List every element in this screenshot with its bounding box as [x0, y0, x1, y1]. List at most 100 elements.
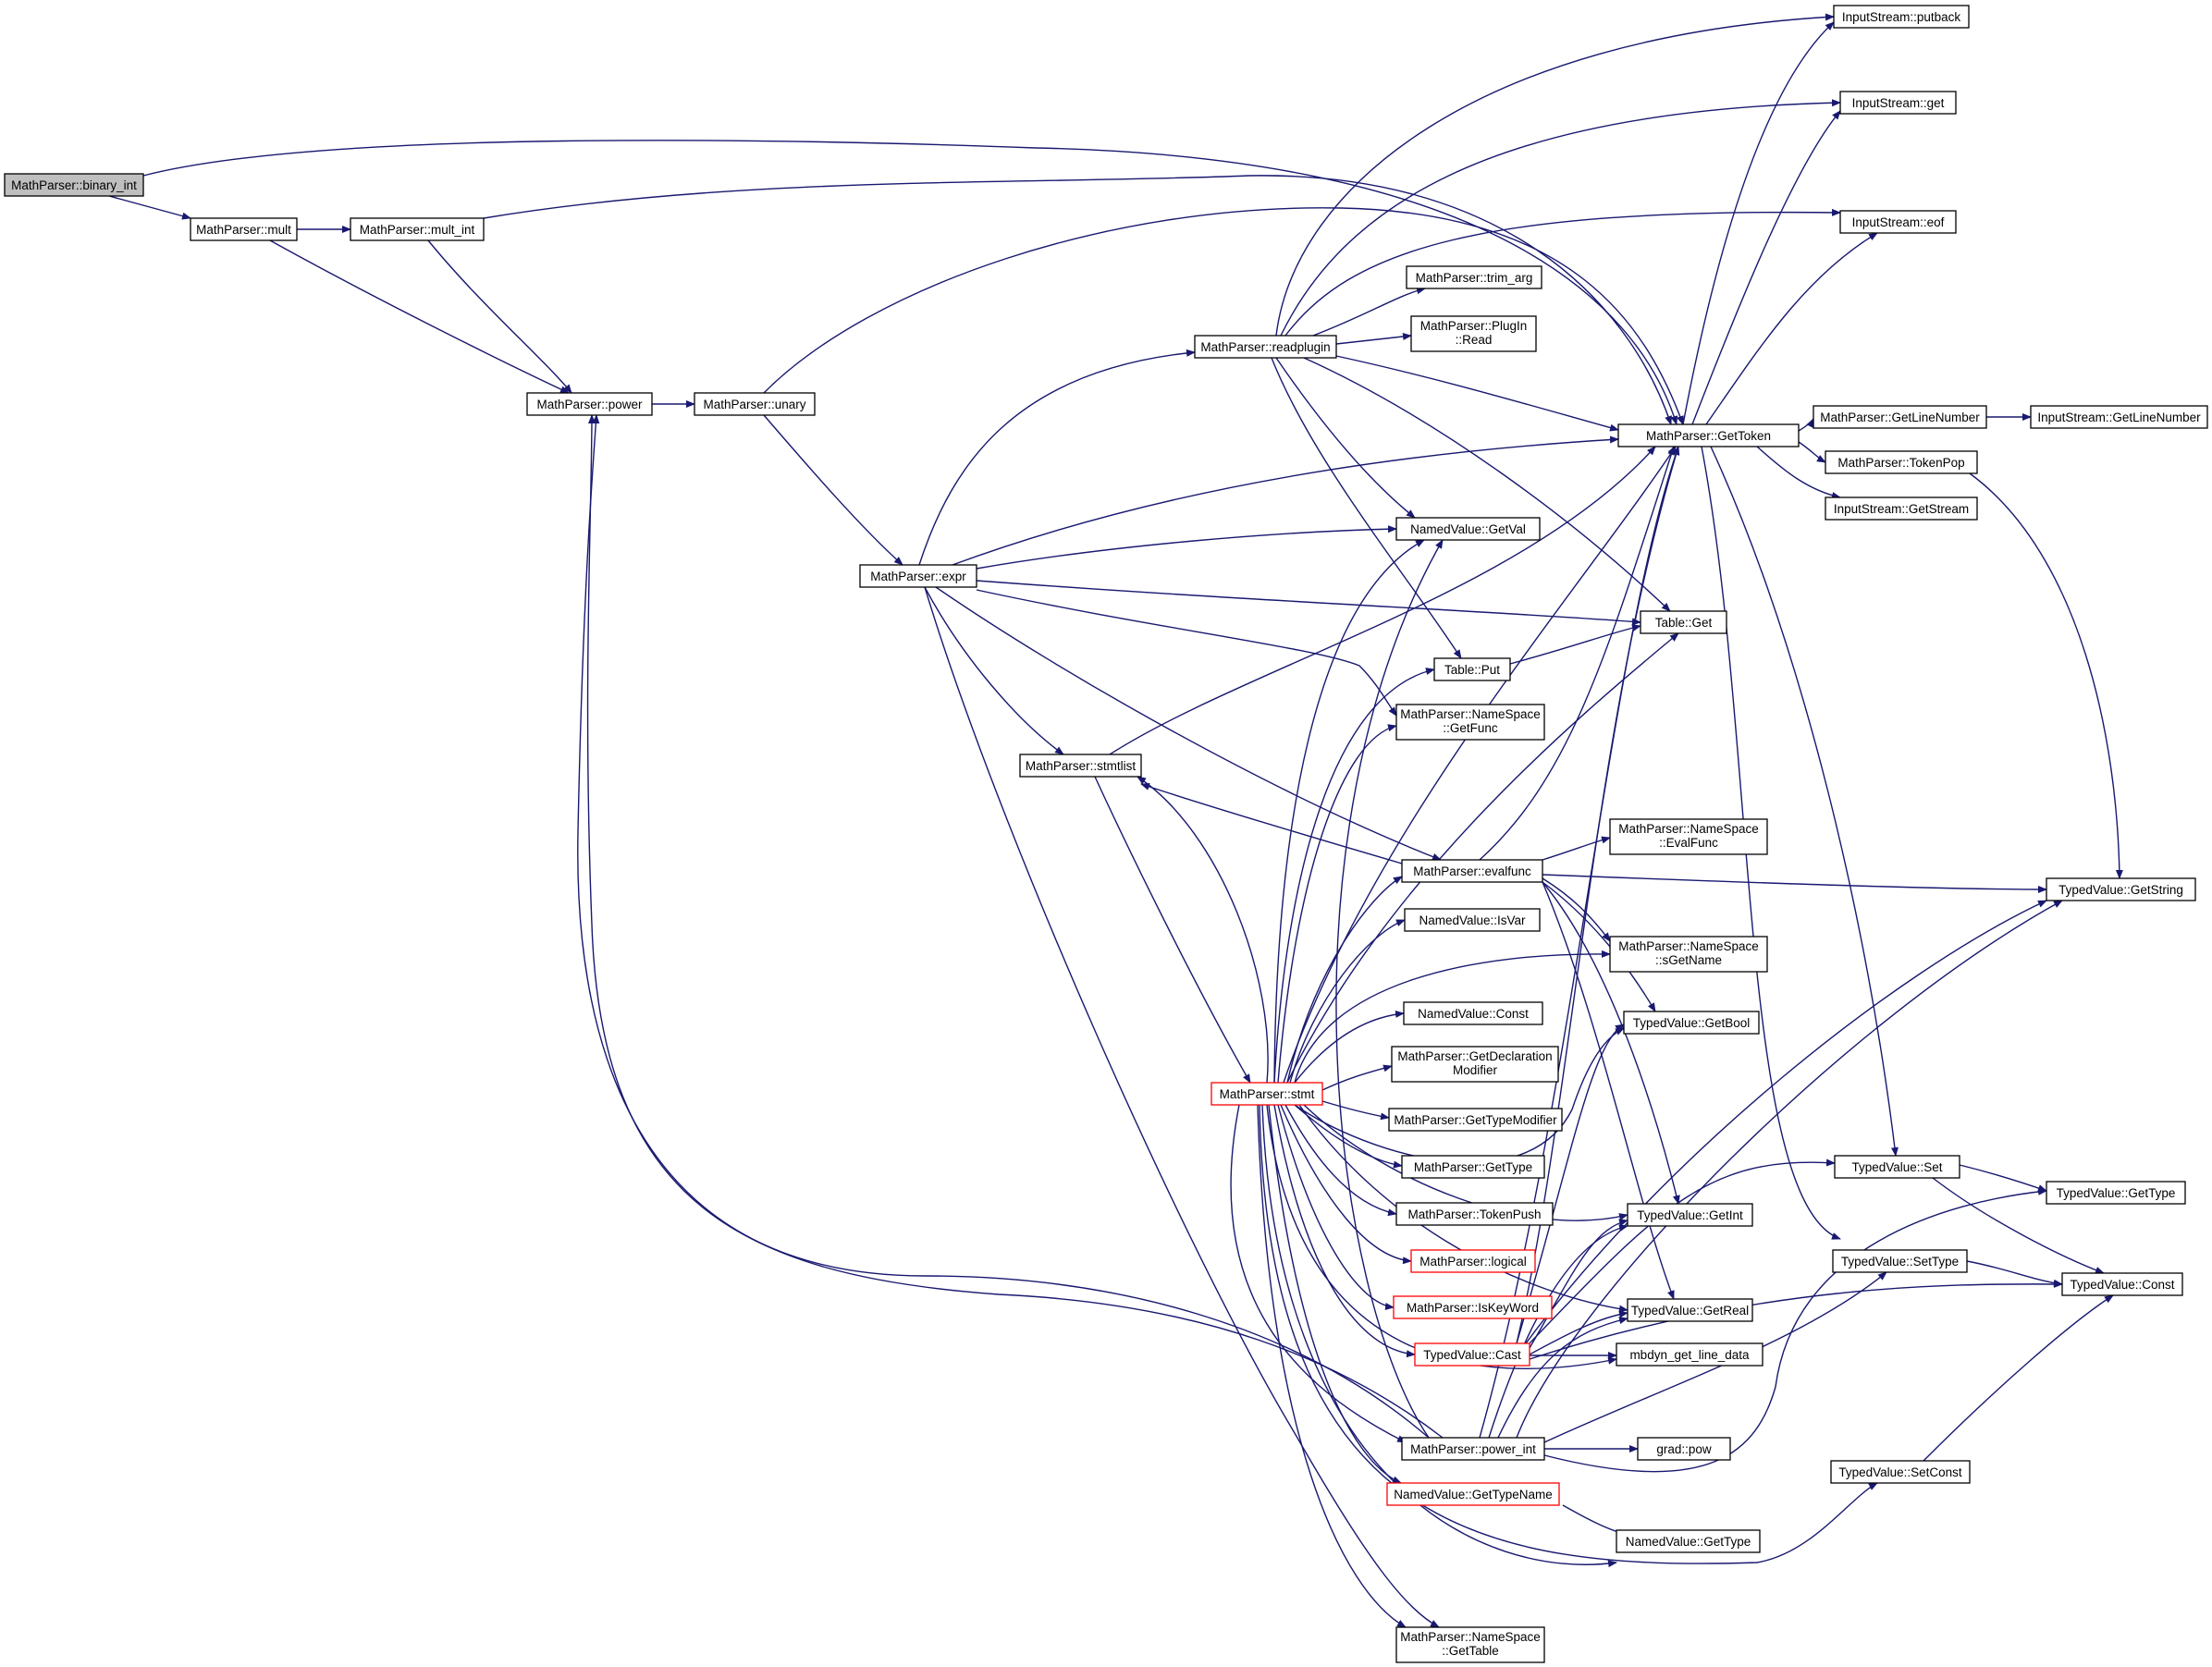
- node-box: [1833, 5, 1970, 29]
- node-eof[interactable]: InputStream::eof: [1839, 210, 1957, 234]
- node-table-get[interactable]: Table::Get: [1640, 610, 1727, 634]
- node-stmtlist[interactable]: MathParser::stmtlist: [1019, 754, 1142, 778]
- node-label: TypedValue::GetType: [2057, 1186, 2176, 1200]
- node-getstream[interactable]: InputStream::GetStream: [1825, 496, 1978, 521]
- edge-tv_set-to-tv_gettype: [1959, 1164, 2047, 1192]
- node-putback[interactable]: InputStream::putback: [1833, 5, 1970, 29]
- node-tv-gettype[interactable]: TypedValue::GetType: [2046, 1181, 2186, 1205]
- edge-stmt-to-table_get: [1286, 632, 1679, 1084]
- node-box: [1623, 1011, 1760, 1035]
- node-getint[interactable]: TypedValue::GetInt: [1627, 1203, 1753, 1227]
- node-label: TypedValue::GetBool: [1633, 1016, 1751, 1030]
- node-nv-const[interactable]: NamedValue::Const: [1403, 1001, 1543, 1025]
- node-expr[interactable]: MathParser::expr: [859, 564, 977, 588]
- node-label: MathParser::GetDeclaration: [1397, 1049, 1552, 1063]
- edge-expr-to-gettoken: [952, 435, 1619, 566]
- node-box: [2046, 877, 2196, 901]
- edge-readplugin-to-table_put: [1271, 357, 1462, 659]
- node-tv-const[interactable]: TypedValue::Const: [2061, 1272, 2183, 1296]
- edge-cast-to-tv_getstring: [1525, 900, 2047, 1344]
- node-plugin-read[interactable]: MathParser::PlugIn::Read: [1410, 315, 1537, 352]
- node-readplugin[interactable]: MathParser::readplugin: [1194, 335, 1337, 359]
- node-label: InputStream::get: [1852, 96, 1945, 110]
- node-box: [1834, 1155, 1960, 1179]
- call-edges: [108, 13, 2123, 1628]
- node-box: [1617, 423, 1800, 447]
- node-box: [1640, 610, 1727, 634]
- node-tv-setconst[interactable]: TypedValue::SetConst: [1830, 1460, 1971, 1484]
- node-label: MathParser::TokenPush: [1407, 1207, 1541, 1221]
- node-table-put[interactable]: Table::Put: [1433, 657, 1511, 681]
- edge-gettoken-to-tokenpop: [1798, 441, 1826, 463]
- node-label: Table::Put: [1444, 663, 1500, 677]
- node-getbool[interactable]: TypedValue::GetBool: [1623, 1011, 1760, 1035]
- edge-evalfunc-to-ns_sgetname: [1542, 877, 1611, 942]
- node-binary-int[interactable]: MathParser::binary_int: [4, 173, 144, 197]
- edge-readplugin-to-table_get: [1303, 357, 1671, 612]
- node-label: MathParser::GetLineNumber: [1820, 411, 1980, 424]
- node-is-getlinenumber[interactable]: InputStream::GetLineNumber: [2030, 405, 2208, 429]
- node-tokenpop[interactable]: MathParser::TokenPop: [1825, 450, 1978, 474]
- node-box: [1410, 315, 1537, 352]
- edge-cast-to-tv_set: [1529, 1158, 1836, 1344]
- edge-expr-to-ns_getfunc: [976, 589, 1397, 717]
- edge-tv_set-to-tv_const: [1932, 1177, 2105, 1274]
- node-gradpow[interactable]: grad::pow: [1637, 1437, 1731, 1461]
- node-tv-getstring[interactable]: TypedValue::GetString: [2046, 877, 2196, 901]
- node-ns-evalfunc[interactable]: MathParser::NameSpace::EvalFunc: [1609, 818, 1768, 855]
- node-power-int[interactable]: MathParser::power_int: [1401, 1437, 1545, 1461]
- node-box: [2061, 1272, 2183, 1296]
- node-evalfunc[interactable]: MathParser::evalfunc: [1401, 859, 1543, 883]
- node-iskeyword[interactable]: MathParser::IsKeyWord: [1393, 1295, 1553, 1319]
- node-box: [1395, 704, 1545, 741]
- edge-readplugin-to-putback: [1275, 13, 1835, 337]
- edge-evalfunc-to-gettoken: [1479, 446, 1676, 861]
- node-nv-gettypename[interactable]: NamedValue::GetTypeName: [1386, 1482, 1560, 1506]
- node-tv-set[interactable]: TypedValue::Set: [1834, 1155, 1960, 1179]
- edge-expr-to-ns_gettable: [924, 586, 1440, 1628]
- node-box: [1391, 1046, 1559, 1083]
- node-getreal[interactable]: TypedValue::GetReal: [1627, 1298, 1753, 1322]
- node-logical[interactable]: MathParser::logical: [1410, 1249, 1536, 1273]
- node-box: [1403, 1001, 1543, 1025]
- node-tv-settype[interactable]: TypedValue::SetType: [1832, 1249, 1968, 1273]
- node-is-get[interactable]: InputStream::get: [1839, 91, 1957, 115]
- node-label: MathParser::GetToken: [1646, 429, 1771, 443]
- node-mp-getlinenumber[interactable]: MathParser::GetLineNumber: [1813, 405, 1987, 429]
- node-box: [1388, 1108, 1563, 1132]
- node-mult[interactable]: MathParser::mult: [190, 217, 298, 241]
- edge-stmt-to-getint: [1303, 1104, 1628, 1221]
- edge-stmt-to-evalfunc: [1286, 876, 1403, 1084]
- node-power[interactable]: MathParser::power: [526, 392, 653, 416]
- edge-stmt-to-table_put: [1273, 668, 1435, 1084]
- node-label: MathParser::NameSpace: [1618, 939, 1759, 953]
- node-nv-gettype[interactable]: NamedValue::GetType: [1616, 1529, 1761, 1553]
- edge-stmt-to-stmtlist: [1137, 776, 1269, 1084]
- edge-expr-to-table_get: [976, 580, 1641, 626]
- node-ns-gettable[interactable]: MathParser::NameSpace::GetTable: [1395, 1626, 1545, 1663]
- edge-gettoken-to-is_get: [1691, 110, 1841, 425]
- node-label: NamedValue::GetType: [1626, 1535, 1751, 1549]
- node-label: MathParser::NameSpace: [1400, 707, 1541, 721]
- edge-unary-to-gettoken: [763, 207, 1684, 425]
- node-ns-sgetname[interactable]: MathParser::NameSpace::sGetName: [1609, 936, 1768, 973]
- node-stmt[interactable]: MathParser::stmt: [1210, 1082, 1323, 1106]
- node-mp-gettype[interactable]: MathParser::GetType: [1401, 1155, 1545, 1179]
- node-isvar[interactable]: NamedValue::IsVar: [1404, 908, 1541, 932]
- node-gettoken[interactable]: MathParser::GetToken: [1617, 423, 1800, 447]
- node-mbdyn[interactable]: mbdyn_get_line_data: [1616, 1342, 1763, 1367]
- edge-readplugin-to-eof: [1284, 208, 1841, 337]
- edge-stmt-to-tokenpush: [1284, 1104, 1397, 1217]
- node-getval[interactable]: NamedValue::GetVal: [1395, 517, 1541, 541]
- node-cast[interactable]: TypedValue::Cast: [1414, 1342, 1530, 1367]
- node-label: TypedValue::GetInt: [1637, 1208, 1743, 1222]
- node-label: InputStream::GetStream: [1834, 502, 1969, 516]
- edge-expr-to-getval: [976, 525, 1397, 570]
- node-trim-arg[interactable]: MathParser::trim_arg: [1406, 265, 1542, 289]
- node-gettypemod[interactable]: MathParser::GetTypeModifier: [1388, 1108, 1563, 1132]
- node-tokenpush[interactable]: MathParser::TokenPush: [1395, 1202, 1554, 1226]
- node-mult-int[interactable]: MathParser::mult_int: [350, 217, 485, 241]
- node-ns-getfunc[interactable]: MathParser::NameSpace::GetFunc: [1395, 704, 1545, 741]
- node-unary[interactable]: MathParser::unary: [694, 392, 816, 416]
